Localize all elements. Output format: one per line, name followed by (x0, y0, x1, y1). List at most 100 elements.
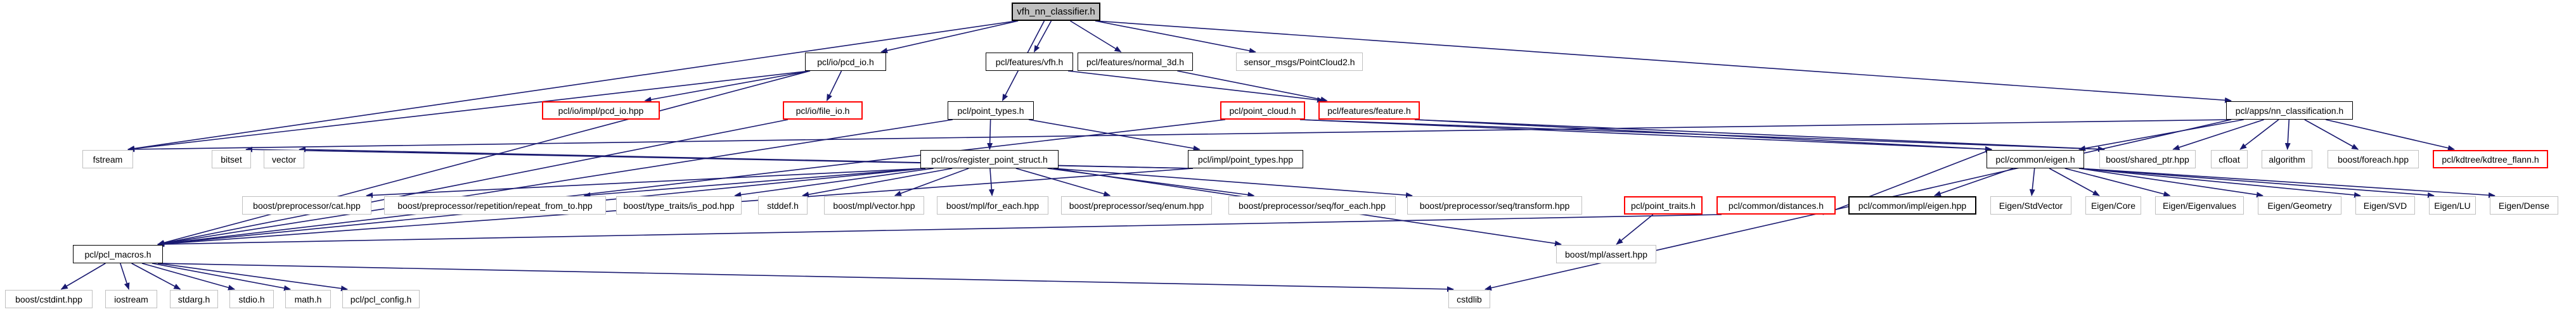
edge-pcl_macros-to-stdarg (131, 263, 181, 290)
graph-node-vector: vector (264, 150, 304, 168)
graph-node-stddef: stddef.h (758, 196, 808, 215)
edge-common_eigen-to-e_geometry (2078, 168, 2264, 197)
graph-node-normal3d[interactable]: pcl/features/normal_3d.h (1078, 53, 1193, 71)
graph-node-kdtree-flann[interactable]: pcl/kdtree/kdtree_flann.h (2433, 150, 2548, 168)
edge-pcd_io-to-pcl_macros (157, 70, 811, 246)
graph-node-pcl-macros[interactable]: pcl/pcl_macros.h (73, 245, 163, 263)
graph-node-math: math.h (285, 290, 331, 308)
edge-pcd_io-to-fstream (127, 70, 811, 152)
edge-root-to-pcd_io (880, 20, 1019, 54)
graph-node-common-eigen[interactable]: pcl/common/eigen.h (1987, 150, 2084, 168)
graph-node-root: vfh_nn_classifier.h (1012, 3, 1100, 21)
graph-node-e-lu: Eigen/LU (2429, 196, 2476, 215)
edge-common_eigen-to-e_stdvector (2029, 168, 2035, 196)
edge-point_cloud-to-common_eigen (1299, 119, 1992, 153)
graph-node-point-cloud[interactable]: pcl/point_cloud.h (1220, 101, 1305, 120)
edge-root-to-fstream (127, 20, 1017, 152)
graph-node-stdio: stdio.h (229, 290, 274, 308)
edge-reg_point_struct-to-stddef (802, 168, 953, 197)
edge-reg_point_struct-to-pp_repeat (583, 168, 926, 198)
graph-node-e-geometry: Eigen/Geometry (2258, 196, 2341, 215)
graph-node-impl-eigen[interactable]: pcl/common/impl/eigen.hpp (1848, 196, 1976, 215)
graph-node-point-types-hpp[interactable]: pcl/impl/point_types.hpp (1188, 150, 1303, 168)
edge-pcl_macros-to-pcl_config (157, 263, 348, 292)
graph-node-seq-transform: boost/preprocessor/seq/transform.hpp (1407, 196, 1582, 215)
edge-common_eigen-to-e_svd (2078, 168, 2361, 198)
edge-feature-to-shared_ptr (1414, 119, 2105, 153)
edge-root-to-nn_class (1095, 20, 2232, 103)
edge-point_types-to-reg_point_struct (987, 119, 993, 150)
edge-distances-to-pcl_macros (157, 214, 1722, 247)
edge-root-to-normal3d (1070, 20, 1122, 53)
graph-node-iostream: iostream (105, 290, 157, 308)
graph-node-pcl-config: pcl/pcl_config.h (342, 290, 420, 308)
edge-pcl_macros-to-cstdint (60, 263, 106, 290)
graph-node-e-core: Eigen/Core (2085, 196, 2141, 215)
edge-reg_point_struct-to-mpl_for_each (988, 168, 995, 196)
graph-node-e-dense: Eigen/Dense (2490, 196, 2558, 215)
graph-node-bitset: bitset (212, 150, 251, 168)
graph-node-feature[interactable]: pcl/features/feature.h (1318, 101, 1420, 120)
edge-nn_class-to-cfloat (2239, 119, 2279, 150)
edge-nn_class-to-common_eigen (2078, 119, 2244, 151)
edge-file_io-to-pcl_macros (157, 119, 789, 246)
graph-node-cfloat: cfloat (2211, 150, 2248, 168)
edge-nn_class-to-fstream (127, 119, 2232, 153)
edge-reg_point_struct-to-mpl_vector (894, 168, 969, 196)
graph-node-point-traits[interactable]: pcl/point_traits.h (1624, 196, 1703, 215)
edge-root-to-pc2 (1095, 20, 1256, 54)
edge-point_types-to-pcl_macros (157, 119, 953, 246)
edge-point_traits-to-mpl_assert (1616, 214, 1654, 245)
edge-reg_point_struct-to-pp_cat (366, 168, 926, 199)
graph-node-is-pod: boost/type_traits/is_pod.hpp (616, 196, 742, 215)
graph-node-file-io[interactable]: pcl/io/file_io.h (783, 101, 863, 120)
graph-node-e-stdvector: Eigen/StdVector (1990, 196, 2071, 215)
graph-node-foreach: boost/foreach.hpp (2328, 150, 2419, 168)
graph-node-vfh[interactable]: pcl/features/vfh.h (986, 53, 1073, 71)
edge-root-to-vfh (1033, 20, 1052, 53)
edge-pcl_macros-to-cstdlib (157, 263, 1454, 292)
edge-nn_class-to-kdtree_flann (2325, 119, 2455, 151)
edge-common_eigen-to-e_eigenvalues (2064, 168, 2171, 197)
edge-common_eigen-to-e_core (2049, 168, 2100, 196)
graph-node-algorithm: algorithm (2262, 150, 2312, 168)
edge-pcd_io-to-pcd_io_hpp (644, 70, 811, 103)
edge-nn_class-to-shared_ptr (2172, 119, 2264, 151)
edge-pcd_io-to-file_io (826, 70, 842, 101)
graph-node-nn-class[interactable]: pcl/apps/nn_classification.h (2226, 101, 2353, 120)
edge-point_cloud-to-pcl_macros (157, 119, 1226, 247)
graph-node-shared-ptr: boost/shared_ptr.hpp (2099, 150, 2196, 168)
edge-reg_point_struct-to-is_pod (734, 168, 934, 198)
edge-pcl_macros-to-iostream (120, 263, 130, 290)
graph-node-pp-repeat: boost/preprocessor/repetition/repeat_fro… (384, 196, 606, 215)
graph-node-pc2: sensor_msgs/PointCloud2.h (1236, 53, 1363, 71)
graph-node-seq-for-each: boost/preprocessor/seq/for_each.hpp (1228, 196, 1396, 215)
graph-node-mpl-assert: boost/mpl/assert.hpp (1556, 245, 1656, 263)
graph-node-cstdint: boost/cstdint.hpp (5, 290, 93, 308)
graph-node-point-types[interactable]: pcl/point_types.h (948, 101, 1034, 120)
edge-reg_point_struct-to-seq_transform (1053, 168, 1413, 198)
edge-feature-to-common_eigen (1414, 119, 1992, 152)
graph-node-distances[interactable]: pcl/common/distances.h (1716, 196, 1836, 215)
edge-common_eigen-to-e_dense (2078, 168, 2496, 198)
graph-node-pp-cat: boost/preprocessor/cat.hpp (242, 196, 371, 215)
graph-node-reg-point-struct[interactable]: pcl/ros/register_point_struct.h (920, 150, 1059, 168)
graph-node-e-svd: Eigen/SVD (2355, 196, 2415, 215)
graph-node-seq-enum: boost/preprocessor/seq/enum.hpp (1061, 196, 1212, 215)
graph-node-fstream: fstream (82, 150, 133, 168)
graph-node-mpl-for-each: boost/mpl/for_each.hpp (937, 196, 1048, 215)
edge-nn_class-to-algorithm (2284, 119, 2291, 150)
edge-reg_point_struct-to-seq_enum (1015, 168, 1111, 197)
edge-nn_class-to-foreach (2304, 119, 2359, 150)
edge-common_eigen-to-impl_eigen (1933, 168, 2014, 196)
edge-common_eigen-to-e_lu (2078, 168, 2435, 198)
graph-node-mpl-vector: boost/mpl/vector.hpp (824, 196, 924, 215)
graph-node-pcd-io-hpp[interactable]: pcl/io/impl/pcd_io.hpp (542, 101, 660, 120)
graph-node-cstdlib: cstdlib (1448, 290, 1490, 308)
edge-pcl_macros-to-math (151, 263, 291, 291)
graph-node-stdarg: stdarg.h (170, 290, 218, 308)
graph-node-pcd-io[interactable]: pcl/io/pcd_io.h (805, 53, 886, 71)
edge-normal3d-to-feature (1177, 70, 1328, 103)
edge-vfh-to-feature (1067, 70, 1324, 103)
